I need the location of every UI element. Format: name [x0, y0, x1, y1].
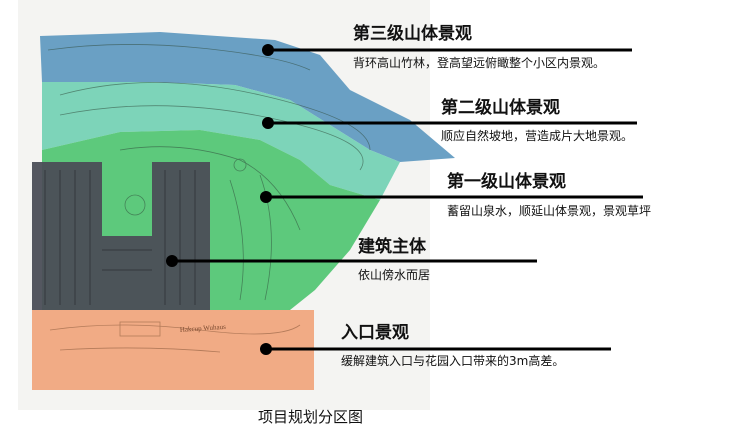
zone-first-level-description: 蓄留山泉水，顺延山体景观，景观草坪 [447, 204, 652, 218]
dot-main-building [166, 255, 178, 267]
entrance-sketch-lines [49, 321, 301, 353]
sketch-handwriting: Hakcup Wuhaus [180, 323, 227, 334]
zone-second-level-area [42, 82, 400, 200]
zone-third-level-title: 第三级山体景观 [353, 24, 472, 44]
zone-entrance-description: 缓解建筑入口与花园入口带来的3m高差。 [341, 354, 565, 368]
zone-third-level-description: 背环高山竹林，登高望远俯瞰整个小区内景观。 [353, 56, 606, 70]
zone-entrance-title: 入口景观 [341, 323, 409, 343]
diagram-caption: 项目规划分区图 [258, 408, 364, 426]
dot-second-level [262, 117, 274, 129]
dot-first-level [260, 191, 272, 203]
leader-lines [166, 44, 643, 355]
zone-second-level-description: 顺应自然坡地，营造成片大地景观。 [441, 129, 634, 143]
zone-third-level-area [40, 32, 455, 162]
zone-first-level-title: 第一级山体景观 [447, 172, 566, 192]
landscape-sketch-lines [47, 44, 371, 301]
building-sketch-lines [44, 170, 196, 305]
dot-entrance [260, 343, 272, 355]
zone-main-building-description: 依山傍水而居 [358, 268, 431, 282]
zone-second-level-title: 第二级山体景观 [441, 98, 560, 118]
dot-third-level [262, 44, 274, 56]
zone-main-building-title: 建筑主体 [358, 237, 426, 257]
